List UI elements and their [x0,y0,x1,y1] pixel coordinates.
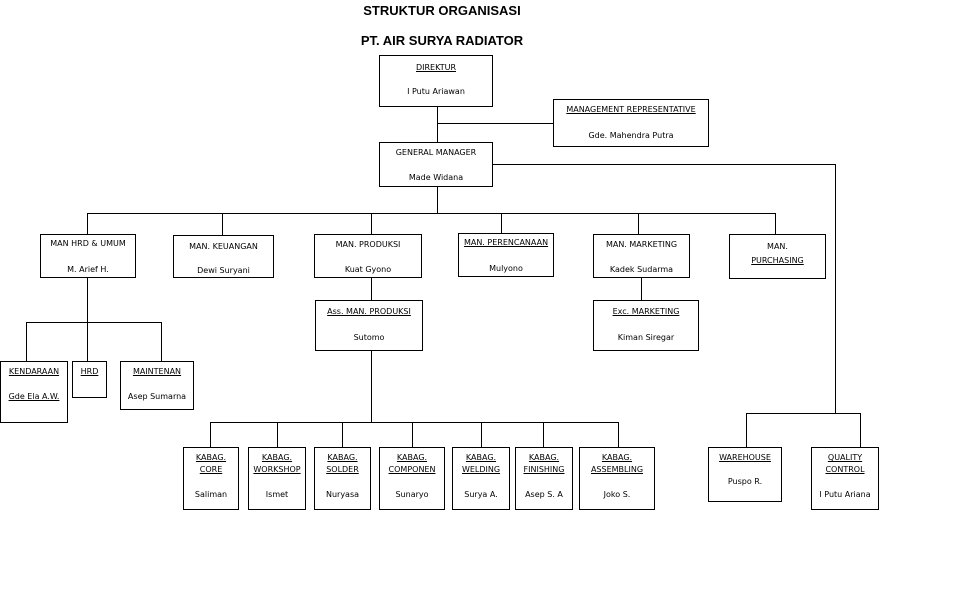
role-kabag-core-line1: KABAG. [195,453,227,462]
box-kendaraan: KENDARAAN Gde Ela A.W. [0,361,68,423]
box-maintenan: MAINTENAN Asep Sumarna [120,361,194,410]
name-man-perencanaan: Mulyono [489,264,523,273]
name-man-marketing: Kadek Sudarma [609,265,674,274]
box-hrd: HRD [72,361,107,398]
name-quality-control: I Putu Ariana [819,490,871,499]
name-ass-man-produksi: Sutomo [353,333,385,342]
chart-subtitle: PT. AIR SURYA RADIATOR [360,33,524,48]
role-kabag-solder-line1: KABAG. [327,453,358,462]
name-maintenan: Asep Sumarna [127,392,187,401]
name-kabag-workshop: Ismet [265,490,289,499]
box-quality-control: QUALITY CONTROL I Putu Ariana [811,447,879,510]
role-ass-man-produksi: Ass. MAN. PRODUKSI [327,307,411,316]
box-management-representative: MANAGEMENT REPRESENTATIVE Gde. Mahendra … [553,99,709,147]
role-kabag-finishing-line2: FINISHING [523,465,565,474]
box-direktur: DIREKTUR I Putu Ariawan [379,55,493,107]
role-kendaraan: KENDARAAN [8,367,60,376]
role-man-purchasing-line2: PURCHASING [751,256,804,265]
role-man-hrd-umum: MAN HRD & UMUM [50,239,126,248]
name-kabag-componen: Sunaryo [395,490,429,499]
box-exc-marketing: Exc. MARKETING Kiman Siregar [593,300,699,351]
role-management-representative: MANAGEMENT REPRESENTATIVE [566,105,696,114]
name-general-manager: Made Widana [408,173,464,182]
box-kabag-workshop: KABAG. WORKSHOP Ismet [248,447,306,510]
box-kabag-componen: KABAG. COMPONEN Sunaryo [379,447,445,510]
box-man-keuangan: MAN. KEUANGAN Dewi Suryani [173,235,274,278]
name-kabag-core: Saliman [194,490,228,499]
name-man-keuangan: Dewi Suryani [197,266,250,275]
role-hrd: HRD [80,367,99,376]
role-quality-control-line2: CONTROL [825,465,865,474]
box-man-marketing: MAN. MARKETING Kadek Sudarma [593,234,690,278]
box-general-manager: GENERAL MANAGER Made Widana [379,142,493,187]
role-kabag-finishing-line1: KABAG. [528,453,560,462]
role-warehouse: WAREHOUSE [719,453,771,462]
name-kabag-solder: Nuryasa [325,490,360,499]
role-kabag-componen-line2: COMPONEN [388,465,436,474]
role-general-manager: GENERAL MANAGER [395,148,477,157]
role-man-keuangan: MAN. KEUANGAN [189,242,258,251]
role-man-purchasing-line1: MAN. [767,242,788,251]
role-man-perencanaan: MAN. PERENCANAAN [463,238,549,247]
role-kabag-solder-line2: SOLDER [326,465,359,474]
role-kabag-componen-line1: KABAG. [396,453,428,462]
role-man-marketing: MAN. MARKETING [605,240,678,249]
name-management-representative: Gde. Mahendra Putra [588,131,674,140]
name-kabag-finishing: Asep S. A [525,490,563,499]
name-exc-marketing: Kiman Siregar [617,333,675,342]
role-kabag-workshop-line2: WORKSHOP [253,465,301,474]
box-kabag-assembling: KABAG. ASSEMBLING Joko S. [579,447,655,510]
box-man-produksi: MAN. PRODUKSI Kuat Gyono [314,234,422,278]
role-maintenan: MAINTENAN [132,367,182,376]
chart-title: STRUKTUR ORGANISASI [363,3,521,18]
role-kabag-core-line2: CORE [199,465,223,474]
box-kabag-welding: KABAG. WELDING Surya A. [452,447,510,510]
name-direktur: I Putu Ariawan [407,87,465,96]
role-man-produksi: MAN. PRODUKSI [335,240,401,249]
name-man-produksi: Kuat Gyono [344,265,392,274]
box-kabag-solder: KABAG. SOLDER Nuryasa [314,447,371,510]
box-warehouse: WAREHOUSE Puspo R. [708,447,782,502]
role-direktur: DIREKTUR [415,63,457,72]
role-kabag-welding-line1: KABAG. [465,453,497,462]
role-kabag-welding-line2: WELDING [461,465,501,474]
box-kabag-core: KABAG. CORE Saliman [183,447,239,510]
box-man-hrd-umum: MAN HRD & UMUM M. Arief H. [40,234,136,278]
box-ass-man-produksi: Ass. MAN. PRODUKSI Sutomo [315,300,423,351]
name-kabag-welding: Surya A. [464,490,498,499]
role-quality-control-line1: QUALITY [827,453,863,462]
box-man-perencanaan: MAN. PERENCANAAN Mulyono [458,233,554,277]
role-exc-marketing: Exc. MARKETING [612,307,680,316]
box-kabag-finishing: KABAG. FINISHING Asep S. A [515,447,573,510]
name-warehouse: Puspo R. [727,477,763,486]
name-kabag-assembling: Joko S. [603,490,631,499]
name-man-hrd-umum: M. Arief H. [67,265,109,274]
role-kabag-assembling-line2: ASSEMBLING [590,465,644,474]
box-man-purchasing: MAN. PURCHASING [729,234,826,279]
role-kabag-assembling-line1: KABAG. [601,453,633,462]
role-kabag-workshop-line1: KABAG. [261,453,293,462]
name-kendaraan: Gde Ela A.W. [8,392,60,401]
